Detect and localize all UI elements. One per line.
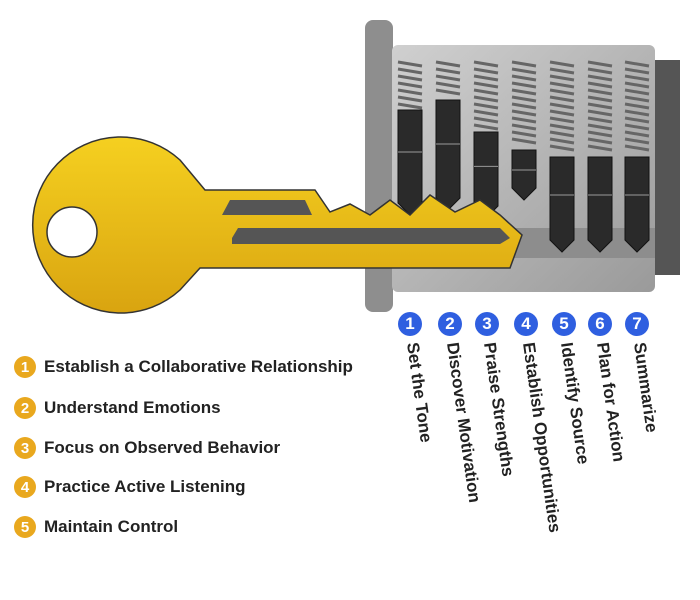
pin-number-badge: 6 bbox=[588, 312, 612, 336]
pin-tumbler bbox=[435, 99, 461, 211]
pin-tumbler bbox=[511, 149, 537, 201]
key-step: 2 Understand Emotions bbox=[14, 397, 221, 419]
pin-number-badge: 3 bbox=[475, 312, 499, 336]
step-number-badge: 5 bbox=[14, 516, 36, 538]
pin-tumbler bbox=[397, 109, 423, 216]
pin-number-badge: 2 bbox=[438, 312, 462, 336]
step-label: Establish a Collaborative Relationship bbox=[44, 357, 353, 376]
spring-icon bbox=[511, 60, 537, 145]
step-number-badge: 3 bbox=[14, 437, 36, 459]
spring-icon bbox=[397, 60, 423, 110]
pin-number-badge: 4 bbox=[514, 312, 538, 336]
pin-number-badge: 7 bbox=[625, 312, 649, 336]
step-label: Focus on Observed Behavior bbox=[44, 438, 281, 457]
pin-tumbler bbox=[549, 156, 575, 253]
pin-tumbler bbox=[587, 156, 613, 253]
key-step: 3 Focus on Observed Behavior bbox=[14, 437, 280, 459]
step-number-badge: 4 bbox=[14, 476, 36, 498]
spring-icon bbox=[549, 60, 575, 152]
pin-number-badge: 5 bbox=[552, 312, 576, 336]
spring-icon bbox=[587, 60, 613, 152]
lock-pins bbox=[397, 60, 650, 253]
key bbox=[32, 136, 523, 314]
key-step: 4 Practice Active Listening bbox=[14, 476, 246, 498]
step-number-badge: 1 bbox=[14, 356, 36, 378]
spring-icon bbox=[624, 60, 650, 152]
key-step: 5 Maintain Control bbox=[14, 516, 178, 538]
pin-number-badge: 1 bbox=[398, 312, 422, 336]
pin-tumbler bbox=[624, 156, 650, 253]
step-label: Maintain Control bbox=[44, 517, 179, 536]
spring-icon bbox=[473, 60, 499, 131]
spring-icon bbox=[435, 60, 461, 96]
step-label: Understand Emotions bbox=[44, 398, 221, 417]
step-number-badge: 2 bbox=[14, 397, 36, 419]
key-step: 1 Establish a Collaborative Relationship bbox=[14, 356, 353, 378]
step-label: Practice Active Listening bbox=[44, 477, 246, 496]
